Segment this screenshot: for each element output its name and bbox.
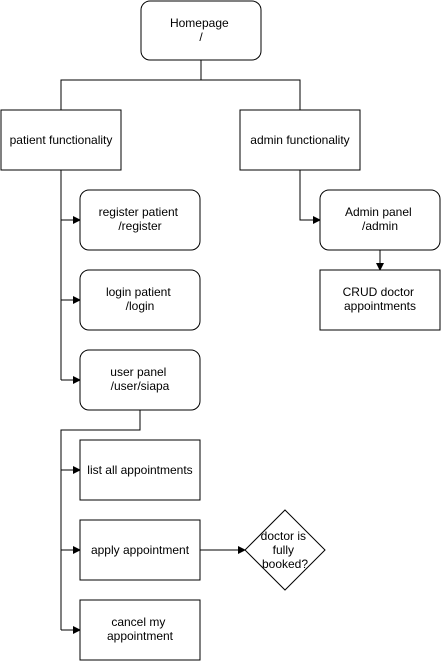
node-login-patient: login patient /login — [79, 269, 201, 331]
node-admin-functionality: admin functionality — [239, 109, 361, 171]
svg-text:apply appointment: apply appointment — [91, 543, 190, 557]
node-list-appointments: list all appointments — [79, 439, 201, 501]
edge-homepage-admin — [201, 79, 301, 110]
svg-text:doctor is fully bo: doctor is fully booked? — [261, 529, 310, 571]
node-doctor-fully-booked: doctor is fully booked? — [244, 509, 326, 591]
svg-text:login patient /login: login patient /login — [106, 285, 174, 313]
edge-userpanel-trunk — [60, 410, 141, 630]
svg-text:Homepage /: Homepage / — [170, 16, 232, 44]
svg-text:register patient /regist: register patient /register — [99, 205, 182, 233]
svg-text:CRUD doctor appointments: CRUD doctor appointments — [343, 285, 418, 313]
node-user-panel: user panel /user/siapa — [79, 349, 201, 411]
node-crud-doctor-appointments: CRUD doctor appointments — [319, 269, 441, 331]
node-homepage: Homepage / — [140, 0, 262, 61]
edge-admin-panel — [299, 170, 321, 224]
node-register-patient: register patient /register — [79, 189, 201, 251]
node-patient-functionality: patient functionality — [0, 109, 122, 171]
node-cancel-appointment: cancel my appointment — [79, 599, 201, 661]
svg-text:cancel my appointment: cancel my appointment — [107, 615, 174, 643]
svg-text:list all appointments: list all appointments — [87, 463, 192, 477]
svg-text:Admin panel /admin: Admin panel /admin — [345, 205, 415, 233]
edge-homepage-patient — [60, 60, 202, 110]
svg-text:patient functionality: patient functionality — [10, 133, 113, 147]
svg-text:user panel /user/siapa: user panel /user/siapa — [110, 365, 169, 393]
svg-text:admin functionality: admin functionality — [250, 133, 349, 147]
node-apply-appointment: apply appointment — [79, 519, 201, 581]
node-admin-panel: Admin panel /admin — [319, 189, 441, 251]
